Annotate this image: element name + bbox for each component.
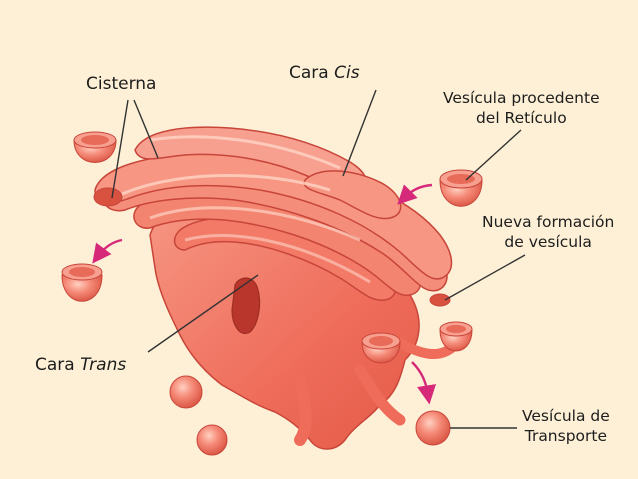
tubule-2 [354, 364, 406, 426]
label-cisterna: Cisterna [86, 74, 156, 95]
leader-cara-trans [147, 274, 259, 353]
vesicle-bottom-left-2 [196, 424, 228, 456]
vesicle-transport [415, 410, 451, 446]
arrow-transport [411, 361, 437, 405]
cisterna-end-opening [429, 293, 451, 307]
leader-cisterna-a [133, 99, 159, 159]
label-transporte-line2: Transporte [524, 427, 608, 445]
label-nueva-formacion-line2: de vesícula [504, 233, 592, 251]
label-cara-trans: Cara Trans [35, 355, 126, 376]
cisternae-stack [94, 126, 453, 301]
arrow-incoming-vesicle [397, 183, 433, 205]
tubule-1 [294, 374, 312, 446]
label-cara-trans-italic: Trans [80, 355, 127, 375]
label-vesicula-reticulo-line2: del Retículo [475, 109, 567, 127]
label-cisterna-text: Cisterna [86, 74, 157, 94]
label-nueva-formacion-line1: Nueva formación [482, 213, 615, 231]
cisterna-highlight-4 [149, 135, 341, 170]
label-cara-cis-italic: Cis [334, 63, 360, 83]
leader-cara-cis [342, 89, 377, 177]
vesicle-bottom-left-1 [169, 375, 203, 409]
vesicle-left-budding [61, 263, 103, 302]
label-cara-trans-prefix: Cara [35, 355, 75, 375]
leader-vesicula-reticulo [465, 129, 522, 181]
vesicle-top-left [73, 131, 117, 163]
label-nueva-formacion: Nueva formación de vesícula [482, 212, 614, 252]
cisterna-highlight-1 [119, 173, 331, 197]
cisterna-highlight-2 [149, 206, 361, 242]
vesicle-from-reticulum [439, 169, 483, 207]
cisterna-cis-arm [303, 170, 402, 220]
label-cara-cis-prefix: Cara [289, 63, 329, 83]
label-vesicula-reticulo: Vesícula procedente del Retículo [443, 88, 600, 128]
label-vesicula-reticulo-line1: Vesícula procedente [443, 89, 600, 107]
label-vesicula-transporte: Vesícula de Transporte [522, 406, 610, 446]
movement-arrows [92, 183, 437, 405]
leader-lines [111, 89, 526, 429]
arrow-left-budding [92, 238, 123, 264]
label-transporte-line1: Vesícula de [522, 407, 610, 425]
vesicle-right-small [439, 321, 473, 352]
vesicle-new-forming [361, 332, 401, 364]
cisterna-end-opening [93, 187, 123, 207]
cisterna-highlight-3 [184, 234, 371, 284]
central-fenestration [231, 277, 261, 334]
label-cara-cis: Cara Cis [289, 63, 360, 84]
leader-nueva-formacion [444, 254, 526, 301]
leader-cisterna-b [111, 99, 129, 199]
